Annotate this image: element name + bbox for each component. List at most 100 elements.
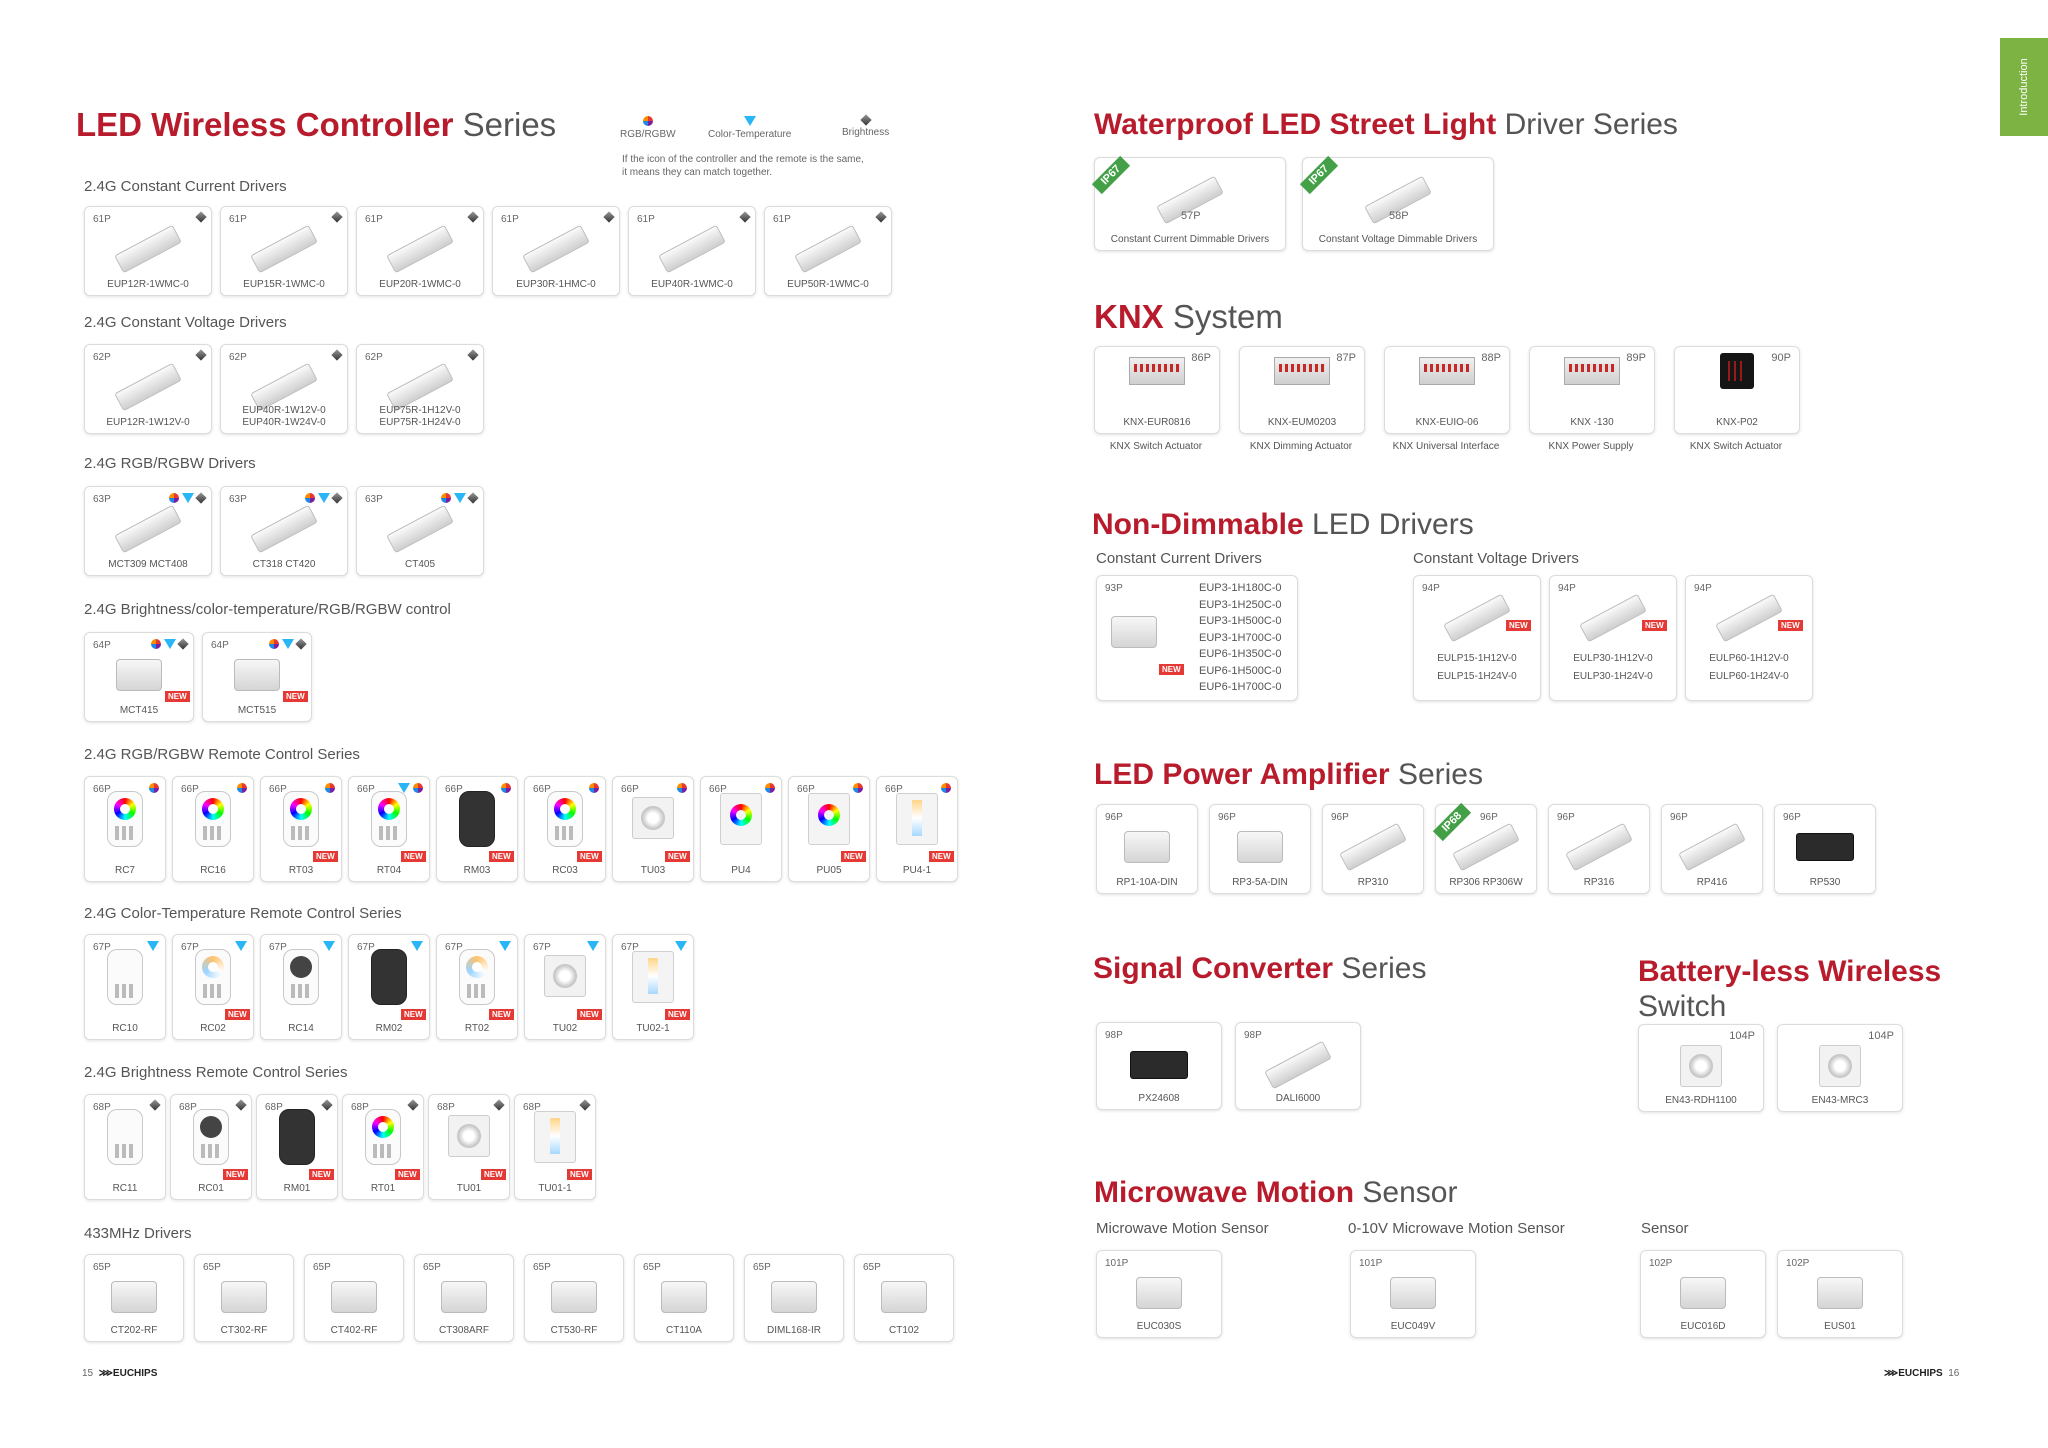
euchips-logo-right: ⋙EUCHIPS (1884, 1368, 1943, 1379)
new-badge: NEW (1506, 620, 1531, 631)
product-model: KNX-P02 (1716, 417, 1758, 428)
product-model: CT110A (666, 1325, 702, 1336)
page-reference: 102P (1786, 1258, 1810, 1269)
page-reference: 61P (229, 214, 247, 225)
product-model: RP1-10A-DIN (1116, 877, 1178, 888)
product-model: RP416 (1696, 877, 1728, 888)
compatibility-icons (151, 638, 189, 650)
product-model: CT308ARF (438, 1325, 489, 1336)
product-model: RC7 (114, 865, 135, 876)
page-reference: 101P (1105, 1258, 1129, 1269)
page-reference: 61P (365, 214, 383, 225)
brightness-icon (493, 1099, 505, 1111)
remote-buttons (115, 1144, 135, 1158)
compatibility-icons (853, 783, 863, 793)
introduction-tab[interactable]: Introduction (2000, 38, 2048, 136)
new-badge: NEW (665, 1009, 690, 1020)
compatibility-icons (195, 349, 207, 361)
title-highlight: Battery-less Wireless (1638, 955, 1942, 988)
legend-br: Brightness (842, 114, 889, 138)
brightness-icon (195, 492, 207, 504)
product-image (771, 1281, 817, 1313)
rgb-icon (151, 639, 161, 649)
color-wheel (378, 798, 400, 820)
title-highlight: KNX (1094, 298, 1164, 335)
color-temperature-icon (398, 783, 410, 793)
product-image (1817, 1277, 1863, 1309)
